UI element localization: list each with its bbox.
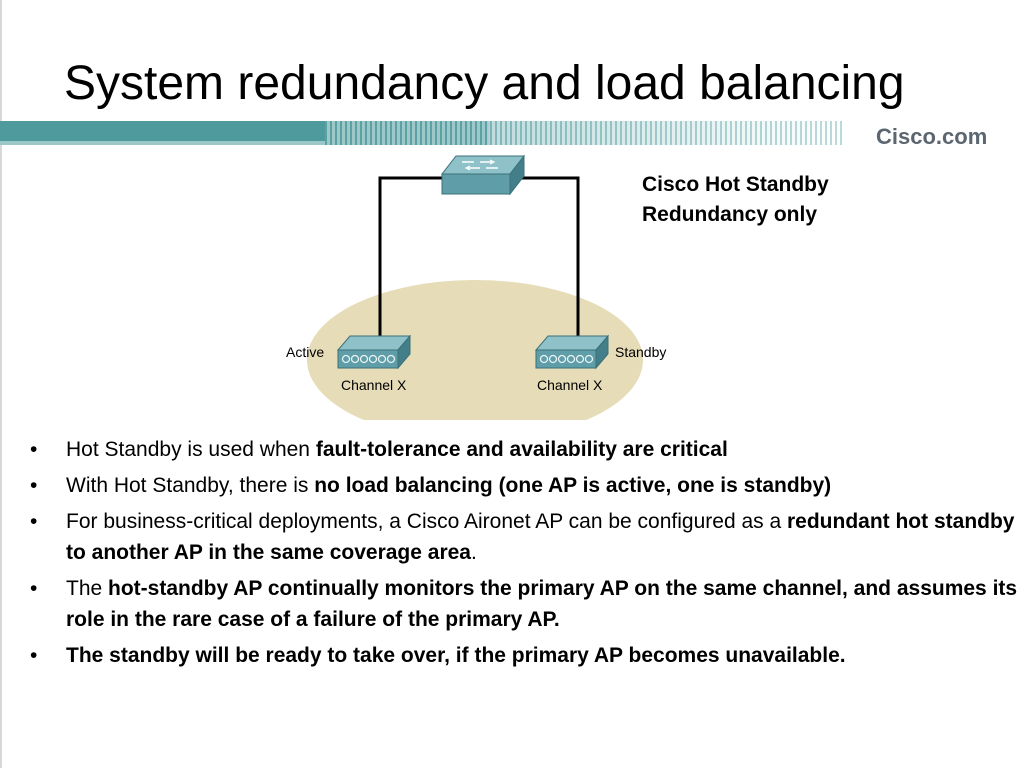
network-switch-icon [440, 154, 526, 196]
bullet-text: Hot Standby is used when [66, 438, 316, 461]
bullet-list: • Hot Standby is used when fault-toleranc… [28, 434, 1018, 676]
header-banner [0, 121, 845, 145]
bullet-dot: • [30, 438, 38, 461]
link-right [520, 176, 580, 340]
link-left [378, 176, 442, 340]
bullet-text: With Hot Standby, there is [66, 474, 315, 497]
bullet-item: • With Hot Standby, there is no load bala… [28, 470, 1018, 501]
label-standby: Standby [615, 344, 667, 360]
bullet-dot: • [30, 644, 38, 667]
label-left-channel: Channel X [341, 377, 407, 393]
bullet-item: • The hot-standby AP continually monitors… [28, 573, 1018, 635]
bullet-text: The [66, 577, 109, 600]
access-point-icon-right [534, 334, 610, 370]
cisco-logo: Cisco.com [876, 124, 988, 149]
caption-line-1: Cisco Hot Standby [642, 173, 829, 196]
access-point-icon-left [336, 334, 412, 370]
bullet-dot: • [30, 577, 38, 600]
bullet-text: . [471, 541, 477, 564]
coverage-area [307, 280, 643, 420]
bullet-item: • Hot Standby is used when fault-toleranc… [28, 434, 1018, 465]
bullet-text: For business-critical deployments, a Cis… [66, 510, 787, 533]
label-active: Active [286, 344, 325, 360]
bullet-emphasis: no load balancing (one AP is active, one… [314, 474, 832, 497]
caption-line-2: Redundancy only [642, 203, 818, 226]
label-right-channel: Channel X [537, 377, 603, 393]
diagram-caption: Cisco Hot Standby Redundancy only [642, 170, 902, 230]
bullet-dot: • [30, 474, 38, 497]
bullet-emphasis: redundant hot standby to another AP in t… [66, 510, 1015, 564]
bullet-emphasis: fault-tolerance and availability are cri… [315, 438, 728, 461]
left-border [0, 0, 2, 768]
bullet-emphasis: The standby will be ready to take over, … [66, 644, 846, 667]
bullet-item: • The standby will be ready to take over,… [28, 640, 1018, 671]
bullet-item: • For business-critical deployments, a Ci… [28, 506, 1018, 568]
bullet-emphasis: hot-standby AP continually monitors the … [66, 577, 1018, 631]
network-diagram [307, 154, 643, 420]
slide-title: System redundancy and load balancing [64, 57, 905, 110]
bullet-dot: • [30, 510, 38, 533]
